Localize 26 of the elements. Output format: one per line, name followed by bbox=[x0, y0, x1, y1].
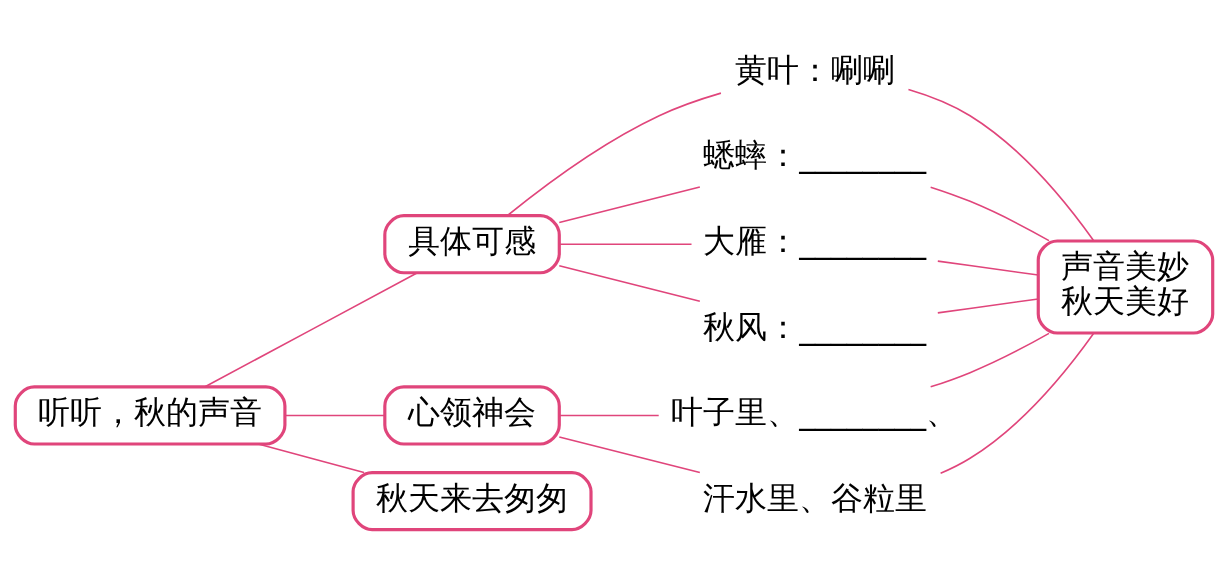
node-text: 大雁：________ bbox=[703, 223, 927, 260]
node-box: 心领神会 bbox=[383, 385, 561, 446]
connector bbox=[506, 92, 722, 217]
connector bbox=[558, 414, 660, 417]
node-text: 秋风：________ bbox=[703, 308, 927, 345]
connector bbox=[204, 272, 418, 388]
connector bbox=[937, 298, 1040, 314]
connector bbox=[558, 186, 701, 224]
node-box: 声音美妙 秋天美好 bbox=[1036, 239, 1215, 335]
connector bbox=[558, 243, 693, 245]
node-box: 具体可感 bbox=[383, 214, 561, 275]
connector bbox=[558, 436, 701, 474]
connector bbox=[257, 443, 365, 474]
node-box: 秋天来去匆匆 bbox=[351, 470, 593, 532]
node-box: 听听，秋的声音 bbox=[13, 385, 287, 446]
node-text: 叶子里、________、 bbox=[671, 394, 959, 431]
connector bbox=[929, 332, 1050, 388]
connector bbox=[937, 260, 1040, 276]
connector bbox=[284, 414, 386, 417]
connector bbox=[558, 265, 701, 303]
connector bbox=[907, 88, 1095, 242]
connector bbox=[939, 332, 1095, 475]
connector bbox=[929, 186, 1050, 242]
node-text: 蟋蟀：________ bbox=[703, 137, 927, 174]
node-text: 汗水里、谷粒里 bbox=[702, 480, 927, 517]
node-text: 黄叶：唰唰 bbox=[734, 51, 895, 88]
